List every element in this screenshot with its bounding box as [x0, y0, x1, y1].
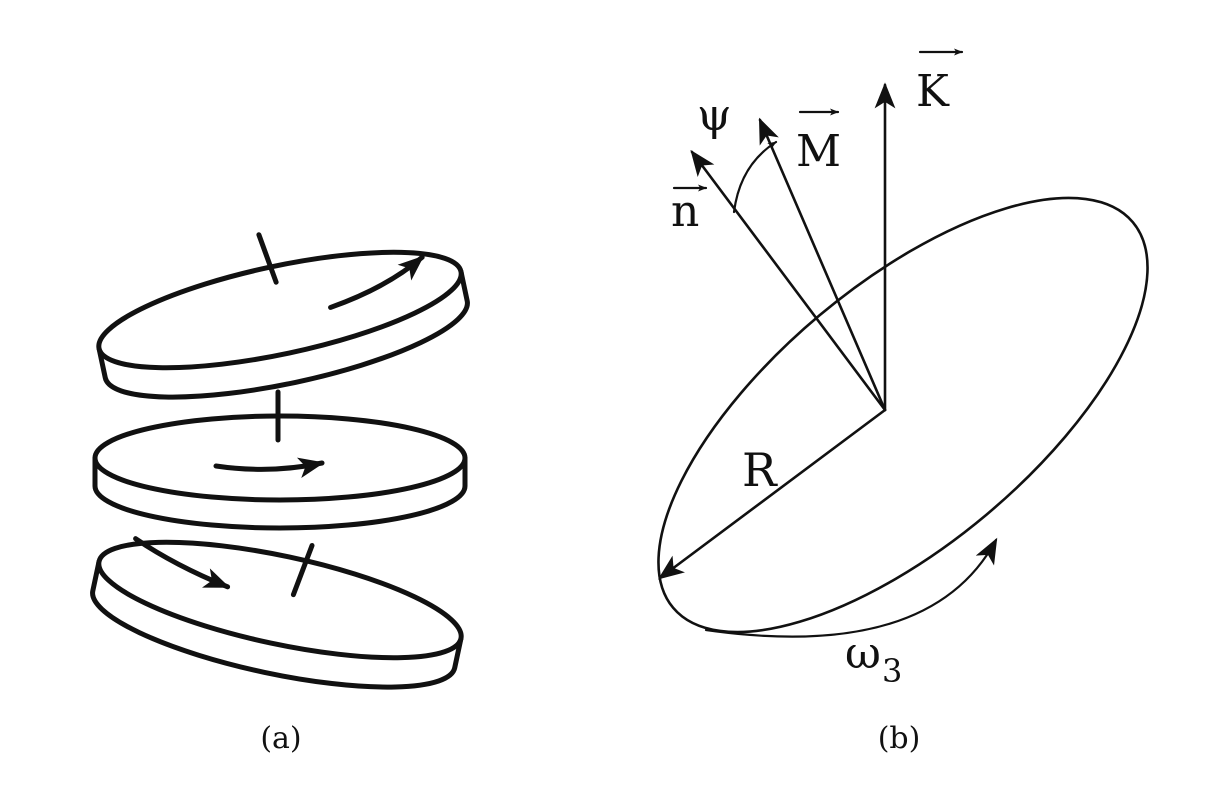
panel-a-diagram: (a) [90, 232, 470, 756]
tilted-disk-outline [657, 196, 1149, 634]
m-vector-arrow [758, 117, 887, 412]
omega-3-rotation-arc [704, 537, 998, 638]
svg-text:3: 3 [882, 652, 902, 690]
bottom-disk-rotation-arrow [133, 536, 231, 590]
radius-r-arrow [657, 408, 887, 580]
svg-text:M: M [796, 126, 841, 177]
bottom-disk-axis-mark [290, 542, 315, 598]
m-vector-label: M [796, 108, 841, 177]
panel-b-caption: (b) [878, 721, 921, 756]
svg-text:n: n [671, 186, 699, 237]
svg-text:K: K [916, 66, 950, 117]
panel-a-caption: (a) [260, 721, 301, 756]
top-disk-axis-mark [256, 232, 279, 285]
n-vector-label: n [671, 184, 708, 237]
bottom-disk [90, 536, 464, 690]
k-vector-label: K [916, 48, 964, 117]
panel-b-diagram: ψ M K n R ω 3 (b) [657, 48, 1149, 756]
middle-disk-rotation-arrow [213, 457, 325, 479]
n-vector-arrow [690, 149, 887, 412]
psi-angle-arc [732, 140, 778, 214]
top-disk [96, 232, 470, 400]
psi-label: ψ [697, 90, 732, 141]
middle-disk [92, 389, 468, 531]
top-disk-rotation-arrow [328, 254, 425, 310]
svg-text:ω: ω [845, 628, 881, 679]
omega-3-label: ω 3 [845, 628, 902, 690]
r-label: R [742, 443, 778, 497]
